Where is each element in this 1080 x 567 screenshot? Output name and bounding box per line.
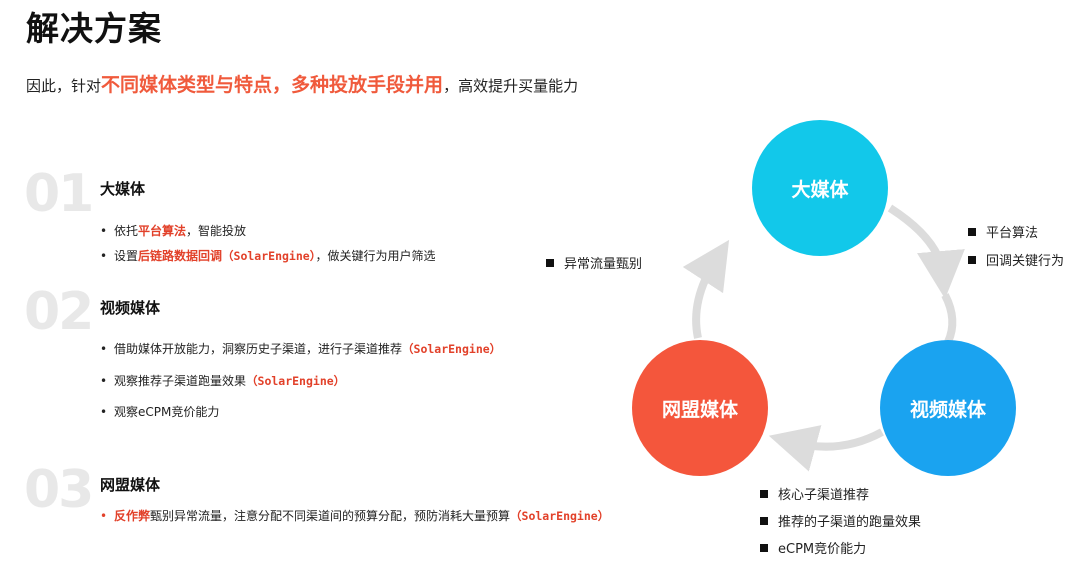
cycle-diagram [682,204,965,472]
section-number-01: 01 [24,164,94,224]
section-02-bullet-1: •借助媒体开放能力，洞察历史子渠道，进行子渠道推荐（SolarEngine） [100,342,502,356]
circle-video-media: 视频媒体 [880,340,1016,476]
cycle-arrow-3 [682,239,730,339]
note-core-subchannel: 核心子渠道推荐 [760,484,869,503]
bullet-square-icon [968,228,976,236]
bullet-square-icon [968,256,976,264]
circle-network-media: 网盟媒体 [632,340,768,476]
section-number-03: 03 [24,460,94,520]
section-01-bullet-1: •依托平台算法，智能投放 [100,224,247,238]
subtitle-highlight-1: 不同媒体类型与特点 [101,74,273,96]
bullet-square-icon [760,490,768,498]
subtitle-suffix: ，高效提升买量能力 [443,77,579,95]
subtitle-sep: ， [272,74,292,96]
page-title: 解决方案 [26,9,162,48]
cycle-arrow-1 [887,204,965,299]
bullet-square-icon [760,517,768,525]
note-callback-key-action: 回调关键行为 [968,250,1064,269]
section-number-02: 02 [24,282,94,342]
circle-big-media: 大媒体 [752,120,888,256]
section-03-bullet-1: •反作弊甄别异常流量，注意分配不同渠道间的预算分配，预防消耗大量预算（Solar… [100,509,610,523]
cycle-arrow-2 [768,425,884,472]
cycle-arc-right [941,293,957,344]
bullet-square-icon [760,544,768,552]
note-platform-algorithm: 平台算法 [968,222,1038,241]
section-title-network-media: 网盟媒体 [100,476,161,494]
section-02-bullet-3: •观察eCPM竞价能力 [100,405,220,419]
section-title-big-media: 大媒体 [100,180,146,198]
section-title-video-media: 视频媒体 [100,299,161,317]
note-abnormal-traffic: 异常流量甄别 [546,253,642,272]
section-02-bullet-2: •观察推荐子渠道跑量效果（SolarEngine） [100,374,346,388]
subtitle-prefix: 因此，针对 [26,77,102,95]
note-subchannel-volume: 推荐的子渠道的跑量效果 [760,511,921,530]
note-ecpm-bidding: eCPM竞价能力 [760,538,866,557]
subtitle: 因此，针对不同媒体类型与特点，多种投放手段并用，高效提升买量能力 [26,70,578,97]
section-01-bullet-2: •设置后链路数据回调（SolarEngine），做关键行为用户筛选 [100,249,436,263]
subtitle-highlight-2: 多种投放手段并用 [291,74,444,96]
bullet-square-icon [546,259,554,267]
